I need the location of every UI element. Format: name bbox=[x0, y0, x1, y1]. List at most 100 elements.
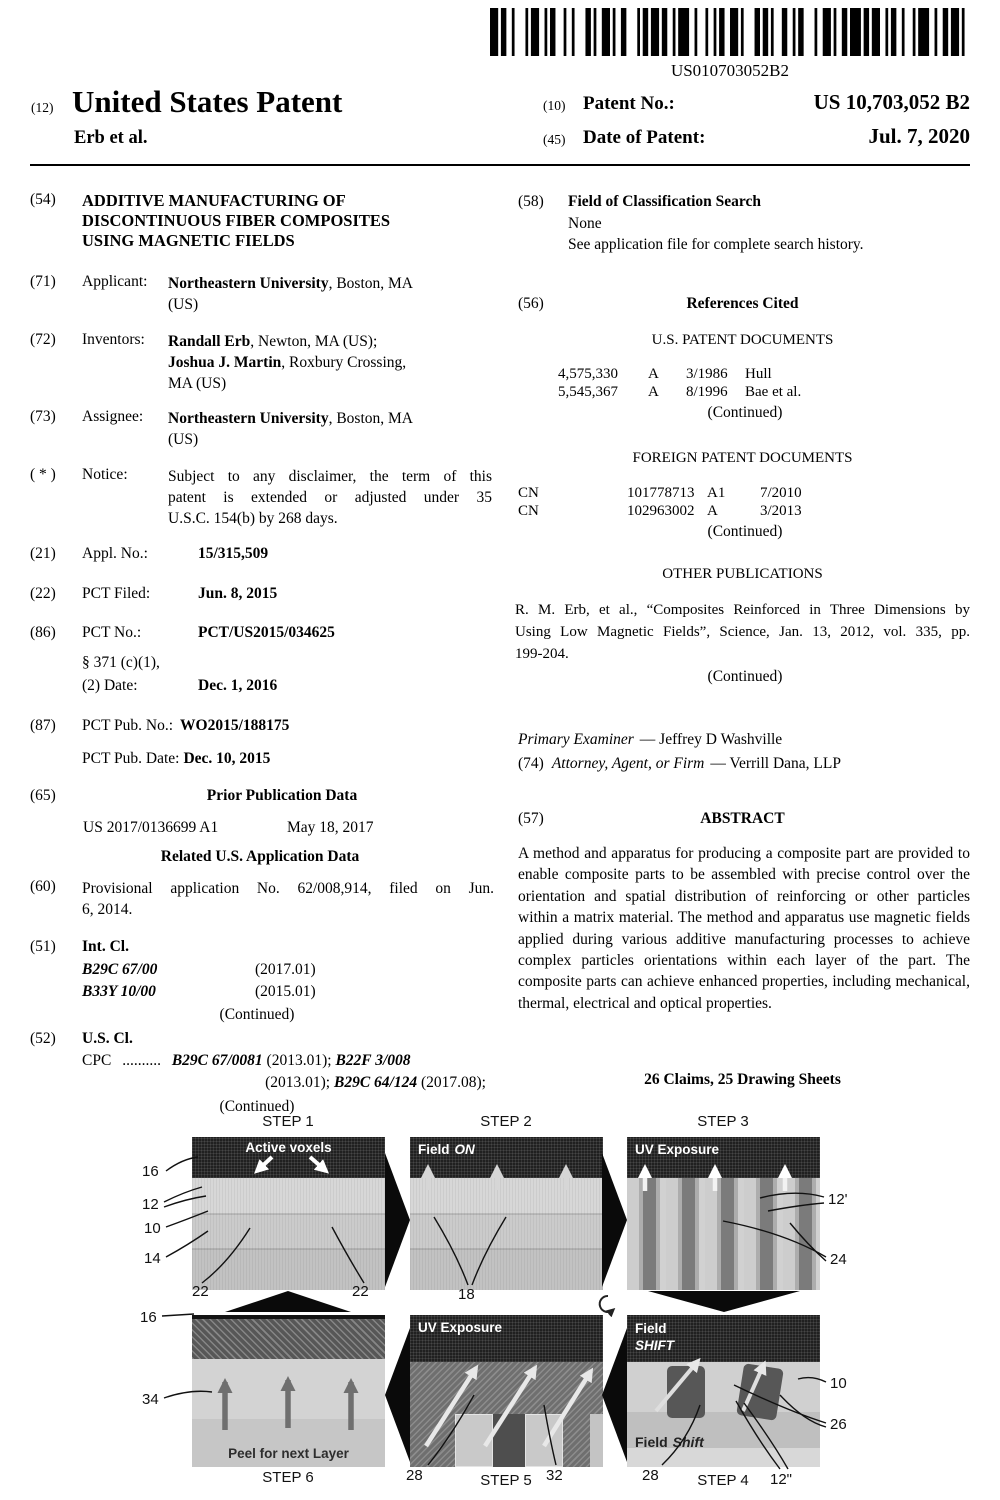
page-title: United States Patent bbox=[72, 84, 343, 119]
ref-10: 10 bbox=[830, 1375, 847, 1392]
prior-publication-date: May 18, 2017 bbox=[287, 819, 374, 836]
notice-line2: patent is extended or adjusted under 35 bbox=[168, 489, 492, 506]
field-num: (58) bbox=[518, 193, 544, 210]
ref-22: 22 bbox=[352, 1283, 369, 1300]
sec-371-line: § 371 (c)(1), bbox=[82, 654, 160, 671]
field-num: ( * ) bbox=[30, 466, 56, 483]
ref-28: 28 bbox=[406, 1467, 423, 1484]
step6-hatch-band bbox=[192, 1319, 385, 1359]
flow-arrow-down-step3-4 bbox=[648, 1291, 800, 1312]
assignee-name: Northeastern University bbox=[168, 410, 329, 427]
field-45-num: (45) bbox=[543, 132, 566, 147]
field-num: (86) bbox=[30, 624, 56, 641]
doc-date: 8/1996 bbox=[686, 384, 728, 400]
step5-dark-block bbox=[493, 1414, 525, 1467]
applicant-name: Northeastern University bbox=[168, 275, 329, 292]
step5-label: STEP 5 bbox=[480, 1472, 532, 1489]
other-pubs-continued: (Continued) bbox=[707, 668, 783, 685]
int-cl-version: (2017.01) bbox=[255, 961, 316, 978]
classification-search-title: Field of Classification Search bbox=[568, 193, 762, 210]
other-publication-entry: R. M. Erb, et al., “Composites Reinforce… bbox=[515, 599, 970, 665]
ref-12-prime: 12' bbox=[828, 1191, 848, 1208]
doc-number: 102963002 bbox=[627, 503, 695, 519]
pct-no-value: PCT/US2015/034625 bbox=[198, 624, 335, 641]
appl-no-label: Appl. No.: bbox=[82, 545, 148, 562]
flow-arrow-right-step1-2 bbox=[385, 1153, 410, 1287]
barcode: US010703052B2 bbox=[490, 8, 970, 81]
ref-12: 12 bbox=[142, 1196, 159, 1213]
field-num: (52) bbox=[30, 1030, 56, 1047]
invention-title-line2: DISCONTINUOUS FIBER COMPOSITES bbox=[82, 211, 391, 230]
notice-line3: U.S.C. 154(b) by 268 days. bbox=[168, 510, 338, 527]
primary-examiner-label: Primary Examiner bbox=[518, 731, 634, 748]
step2-layers bbox=[410, 1178, 603, 1290]
flow-arrow-left-step4-5 bbox=[602, 1328, 627, 1462]
step3-label: STEP 3 bbox=[697, 1113, 749, 1130]
abstract-text: A method and apparatus for producing a c… bbox=[518, 845, 970, 1012]
invention-title-line3: USING MAGNETIC FIELDS bbox=[82, 231, 295, 250]
flow-arrow-up-step6-1 bbox=[225, 1291, 351, 1312]
us-patent-doc-row: 5,545,367 A 8/1996 Bae et al. bbox=[515, 384, 970, 403]
classification-none: None bbox=[568, 215, 602, 232]
primary-examiner-line: Primary Examiner— Jeffrey D Washville bbox=[518, 731, 782, 749]
field-num: (22) bbox=[30, 585, 56, 602]
invention-title-line1: ADDITIVE MANUFACTURING OF bbox=[82, 191, 346, 210]
field-num: (56) bbox=[518, 295, 544, 312]
ref-12-double-prime: 12" bbox=[770, 1471, 793, 1488]
doc-name: Hull bbox=[745, 366, 772, 382]
step6-caption: Peel for next Layer bbox=[228, 1446, 349, 1461]
step3-oriented-voxels bbox=[627, 1178, 820, 1290]
patent-no-value: US 10,703,052 B2 bbox=[813, 90, 970, 114]
assignee-location: , Boston, MA bbox=[328, 410, 413, 427]
doc-number: 101778713 bbox=[627, 485, 695, 501]
ref-32: 32 bbox=[546, 1467, 563, 1484]
field-num: (71) bbox=[30, 273, 56, 290]
field-num: (60) bbox=[30, 878, 56, 895]
step5-cured-block bbox=[590, 1414, 603, 1467]
provisional-line2: 6, 2014. bbox=[82, 901, 133, 918]
ref-18: 18 bbox=[458, 1286, 475, 1303]
doc-kind: A bbox=[648, 366, 659, 382]
field-num: (72) bbox=[30, 331, 56, 348]
step4-shifted-block bbox=[736, 1363, 784, 1421]
doc-kind: A bbox=[707, 503, 718, 519]
cpc-code: B29C 64/124 bbox=[334, 1074, 418, 1091]
field-num: (57) bbox=[518, 810, 544, 827]
barcode-text: US010703052B2 bbox=[670, 61, 790, 80]
step4-shifted-block bbox=[667, 1366, 705, 1418]
panel-step5: UV Exposure bbox=[410, 1315, 603, 1467]
step1-label: STEP 1 bbox=[262, 1113, 314, 1130]
us-cl-continued: (Continued) bbox=[219, 1098, 295, 1115]
provisional-line1: Provisional application No. 62/008,914, … bbox=[82, 880, 494, 897]
ref-26: 26 bbox=[830, 1416, 847, 1433]
step5-hatch-body bbox=[410, 1362, 603, 1467]
prior-publication-number: US 2017/0136699 A1 bbox=[83, 819, 219, 836]
cpc-version: (2013.01); bbox=[262, 1052, 336, 1069]
ref-16: 16 bbox=[142, 1163, 159, 1180]
field-num: (21) bbox=[30, 545, 56, 562]
us-patent-docs-title: U.S. PATENT DOCUMENTS bbox=[651, 332, 834, 348]
flow-arrow-right-step2-3 bbox=[602, 1153, 627, 1287]
pct-filed-label: PCT Filed: bbox=[82, 585, 151, 602]
int-cl-version: (2015.01) bbox=[255, 983, 316, 1000]
field-num: (65) bbox=[30, 787, 56, 804]
field-num: (74) bbox=[518, 755, 544, 772]
cycle-icon bbox=[598, 1294, 616, 1318]
header-rule bbox=[30, 164, 970, 166]
int-cl-code: B29C 67/00 bbox=[82, 961, 158, 978]
claims-sheets-line: 26 Claims, 25 Drawing Sheets bbox=[644, 1071, 841, 1088]
ref-22: 22 bbox=[192, 1283, 209, 1300]
cpc-code: B22F 3/008 bbox=[335, 1052, 411, 1069]
applicant-label: Applicant: bbox=[82, 273, 148, 290]
pct-filed-value: Jun. 8, 2015 bbox=[198, 585, 278, 602]
panel-step3: UV Exposure bbox=[627, 1137, 820, 1290]
step2-label: STEP 2 bbox=[480, 1113, 532, 1130]
cpc-version: (2017.08); bbox=[417, 1074, 486, 1091]
abstract-title: ABSTRACT bbox=[700, 810, 785, 827]
